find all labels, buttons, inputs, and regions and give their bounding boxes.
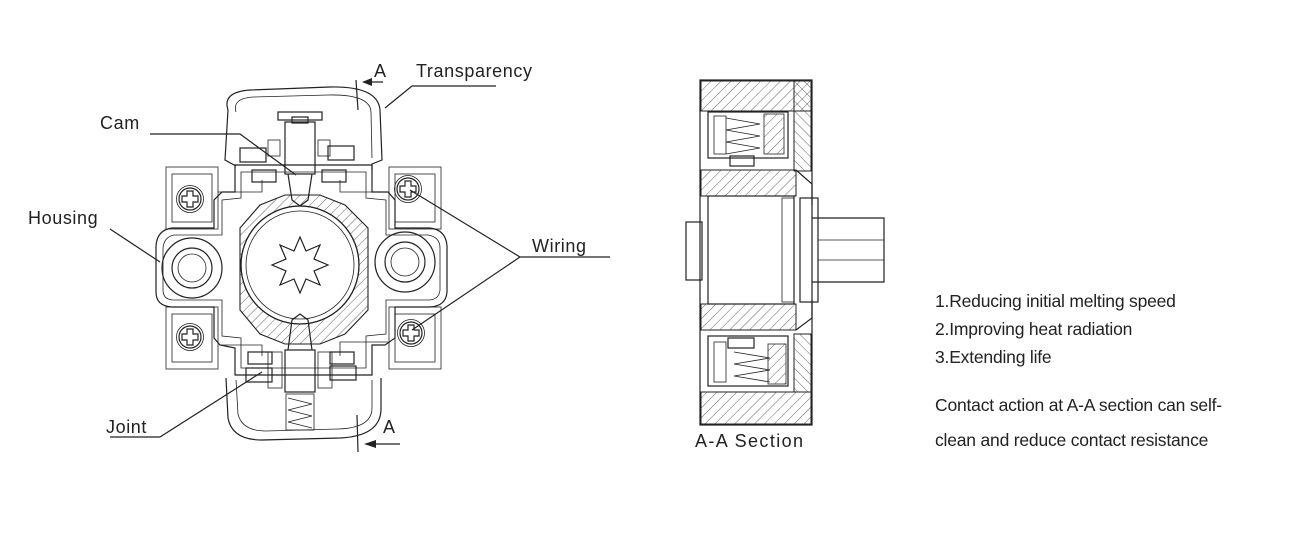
description-line-1: Contact action at A-A section can self- — [935, 395, 1222, 415]
section-marker-bottom: A — [383, 417, 396, 437]
description-line-2: clean and reduce contact resistance — [935, 430, 1209, 450]
switch-front-view — [109, 78, 610, 453]
section-caption: A-A Section — [695, 431, 804, 451]
callout-joint: Joint — [106, 417, 147, 437]
section-view — [685, 79, 885, 426]
callout-cam: Cam — [100, 113, 140, 133]
callout-housing: Housing — [28, 208, 98, 228]
feature-item-1: 1.Reducing initial melting speed — [935, 291, 1176, 311]
callout-transparency: Transparency — [416, 61, 533, 81]
feature-item-2: 2.Improving heat radiation — [935, 319, 1133, 339]
feature-item-3: 3.Extending life — [935, 347, 1052, 367]
section-marker-top: A — [374, 61, 387, 81]
callout-wiring: Wiring — [532, 236, 587, 256]
